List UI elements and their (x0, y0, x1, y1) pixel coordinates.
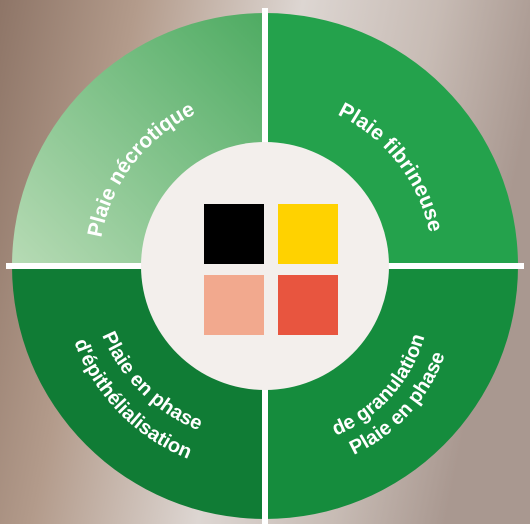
yellow-swatch (278, 204, 338, 264)
red-swatch (278, 275, 338, 335)
black-swatch (204, 204, 264, 264)
pink-swatch (204, 275, 264, 335)
center-circle (141, 142, 389, 390)
